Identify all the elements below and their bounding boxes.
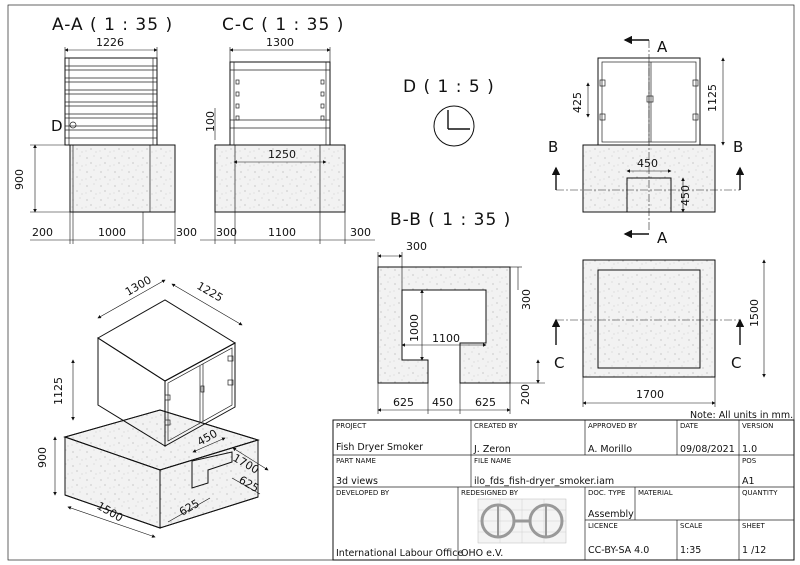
section-c-left: C (554, 354, 564, 372)
tb-pos-label: POS (742, 457, 757, 465)
tb-version-label: VERSION (742, 422, 773, 430)
front-450v-dim: 450 (679, 185, 692, 206)
tb-scale-label: SCALE (680, 522, 702, 530)
view-front: A A B B 1125 425 450 450 (548, 35, 745, 247)
iso-1225-dim: 1225 (195, 279, 226, 304)
aa-right-dim: 300 (176, 226, 197, 239)
tb-version: 1.0 (742, 444, 757, 455)
cc-width-dim: 1300 (266, 36, 294, 49)
section-a-top: A (657, 38, 668, 56)
front-450-dim: 450 (637, 157, 658, 170)
view-isometric: 1300 1225 1125 900 450 1700 625 625 1500 (36, 273, 269, 538)
aa-width-dim: 1226 (96, 36, 124, 49)
bb-200-dim: 200 (519, 384, 532, 405)
bb-450-dim: 450 (432, 396, 453, 409)
tb-sheet: 1 /12 (742, 545, 766, 556)
units-note: Note: All units in mm. (690, 410, 793, 421)
detail-d-marker: D (51, 117, 63, 135)
section-a-bottom: A (657, 229, 668, 247)
view-cc: C-C ( 1 : 35 ) 1300 1250 100 300 1100 30… (200, 15, 375, 244)
tb-approved-label: APPROVED BY (588, 422, 638, 430)
tb-developed-label: DEVELOPED BY (336, 489, 390, 497)
section-c-right: C (731, 354, 741, 372)
tb-project: Fish Dryer Smoker (336, 442, 423, 453)
tb-sheet-label: SHEET (742, 522, 766, 530)
tb-approved: A. Morillo (588, 444, 632, 455)
tb-redesigned-label: REDESIGNED BY (461, 489, 519, 497)
tb-developed: International Labour Office (336, 548, 463, 559)
bb-300-top-dim: 300 (406, 240, 427, 253)
bb-1000-dim: 1000 (408, 314, 421, 342)
bb-300-right-dim: 300 (520, 289, 533, 310)
cc-center-dim: 1100 (268, 226, 296, 239)
tb-created: J. Zeron (473, 444, 511, 455)
tb-licence-label: LICENCE (588, 522, 618, 530)
section-b-right: B (733, 138, 743, 156)
plan-1700-dim: 1700 (636, 388, 664, 401)
front-425-dim: 425 (571, 92, 584, 113)
cc-right-dim: 300 (350, 226, 371, 239)
bb-1100-dim: 1100 (432, 332, 460, 345)
cc-100-dim: 100 (204, 111, 217, 132)
tb-project-label: PROJECT (336, 422, 367, 430)
bb-625-right-dim: 625 (475, 396, 496, 409)
view-plan: C C 1500 1700 (551, 259, 766, 407)
tb-date: 09/08/2021 (680, 444, 735, 455)
view-bb: B-B ( 1 : 35 ) 300 1000 1100 300 200 625… (377, 210, 545, 414)
view-cc-title: C-C ( 1 : 35 ) (222, 15, 344, 35)
oho-logo (477, 498, 567, 544)
tb-file-label: FILE NAME (474, 457, 511, 465)
view-detail-d: D ( 1 : 5 ) (403, 77, 495, 147)
plan-1500-dim: 1500 (748, 299, 761, 327)
cc-inner-dim: 1250 (268, 148, 296, 161)
tb-quantity-label: QUANTITY (742, 489, 778, 497)
aa-height-dim: 900 (13, 169, 26, 190)
view-bb-title: B-B ( 1 : 35 ) (390, 210, 511, 230)
tb-licence: CC-BY-SA 4.0 (588, 545, 649, 556)
iso-1125-dim: 1125 (52, 377, 65, 405)
aa-center-dim: 1000 (98, 226, 126, 239)
tb-created-label: CREATED BY (474, 422, 518, 430)
tb-part: 3d views (336, 476, 378, 487)
tb-date-label: DATE (680, 422, 698, 430)
title-block: PROJECT Fish Dryer Smoker CREATED BY J. … (332, 419, 795, 561)
view-aa-title: A-A ( 1 : 35 ) (52, 15, 173, 35)
view-d-title: D ( 1 : 5 ) (403, 77, 495, 97)
section-b-left: B (548, 138, 558, 156)
tb-material-label: MATERIAL (638, 489, 673, 497)
tb-file: ilo_fds_fish-dryer_smoker.iam (474, 476, 614, 487)
tb-part-label: PART NAME (336, 457, 376, 465)
tb-doctype: Assembly (588, 509, 634, 520)
bb-625-left-dim: 625 (393, 396, 414, 409)
tb-redesigned: OHO e.V. (461, 548, 503, 559)
tb-pos: A1 (742, 476, 755, 487)
tb-scale: 1:35 (680, 545, 701, 556)
view-aa: A-A ( 1 : 35 ) D 1226 900 200 1000 (13, 15, 197, 244)
front-1125-dim: 1125 (706, 84, 719, 112)
aa-left-dim: 200 (32, 226, 53, 239)
cc-left-dim: 300 (216, 226, 237, 239)
tb-doctype-label: DOC. TYPE (588, 489, 625, 497)
iso-900-dim: 900 (36, 447, 49, 468)
